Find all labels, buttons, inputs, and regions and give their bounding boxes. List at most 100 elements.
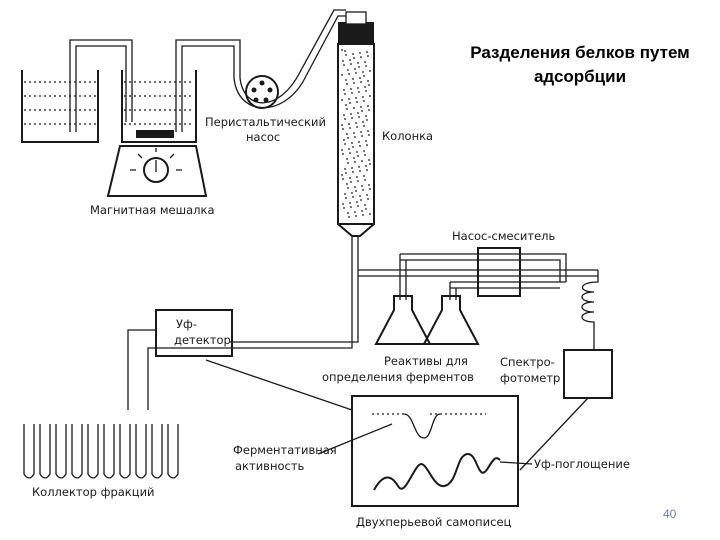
peristaltic-pump [233, 9, 346, 109]
packing-grain [355, 97, 357, 99]
packing-grain [345, 104, 347, 106]
packing-grain [347, 69, 349, 71]
packing-grain [367, 80, 369, 82]
uv-detector [155, 309, 233, 357]
packing-grain [351, 142, 353, 144]
recorder-label: Двухперьевой самописец [356, 515, 512, 529]
enzyme-activity-label-line2: активность [235, 459, 305, 473]
packing-grain [369, 213, 371, 215]
packing-grain [342, 153, 344, 155]
packing-grain [342, 178, 344, 180]
packing-grain [352, 196, 354, 198]
packing-grain [366, 194, 368, 196]
test-tube [103, 424, 115, 479]
test-tube [167, 424, 179, 479]
slide-title-line2: адсорбции [534, 67, 626, 86]
packing-grain [365, 140, 367, 142]
uv-detector-label-line1: Уф- [176, 317, 197, 331]
packing-grain [357, 155, 359, 157]
packing-grain [359, 52, 361, 54]
packing-grain [344, 93, 346, 95]
chart-recorder [351, 395, 519, 507]
packing-grain [346, 158, 348, 160]
packing-grain [360, 131, 362, 133]
packing-grain [348, 123, 350, 125]
packing-grain [353, 82, 355, 84]
packing-grain [359, 170, 361, 172]
magnetic-stirrer [106, 145, 208, 197]
packing-grain [367, 198, 369, 200]
spectrophotometer [563, 349, 613, 399]
packing-grain [363, 150, 365, 152]
packing-grain [350, 63, 352, 65]
packing-grain [361, 210, 363, 212]
packing-grain [348, 216, 350, 218]
packing-grain [347, 162, 349, 164]
packing-grain [354, 211, 356, 213]
packing-grain [356, 126, 358, 128]
packing-grain [341, 149, 343, 151]
packing-grain [344, 143, 346, 145]
packing-grain [356, 176, 358, 178]
spectro-label-line2: фотометр [500, 371, 560, 385]
packing-grain [361, 185, 363, 187]
test-tube [55, 424, 67, 479]
packing-grain [364, 204, 366, 206]
page-number: 40 [663, 507, 677, 521]
packing-grain [369, 188, 371, 190]
packing-grain [361, 110, 363, 112]
packing-grain [358, 166, 360, 168]
packing-grain [362, 96, 364, 98]
stirrer-label: Магнитная мешалка [90, 203, 215, 217]
packing-grain [355, 122, 357, 124]
packing-grain [369, 95, 371, 97]
packing-grain [362, 189, 364, 191]
test-tube [119, 424, 131, 479]
test-tube [87, 424, 99, 479]
packing-grain [356, 151, 358, 153]
packing-grain [351, 167, 353, 169]
siphon-tubes [69, 39, 241, 132]
packing-grain [343, 139, 345, 141]
packing-grain [360, 56, 362, 58]
packing-grain [363, 75, 365, 77]
packing-grain [355, 215, 357, 217]
packing-grain [361, 135, 363, 137]
column-packing [341, 49, 371, 218]
packing-grain [358, 66, 360, 68]
packing-grain [347, 137, 349, 139]
packing-grain [364, 86, 366, 88]
slide-title-line1: Разделения белков путем [470, 43, 690, 62]
packing-grain [344, 118, 346, 120]
packing-grain [352, 146, 354, 148]
packing-grain [346, 183, 348, 185]
packing-grain [365, 65, 367, 67]
column-label: Колонка [382, 129, 433, 143]
packing-grain [349, 102, 351, 104]
packing-grain [365, 165, 367, 167]
packing-grain [363, 100, 365, 102]
spectro-label-line1: Спектро- [500, 355, 555, 369]
packing-grain [357, 62, 359, 64]
packing-grain [355, 72, 357, 74]
enzyme-activity-label-line1: Ферментативная [233, 443, 337, 457]
packing-grain [368, 159, 370, 161]
packing-grain [366, 169, 368, 171]
packing-grain [365, 208, 367, 210]
packing-grain [363, 125, 365, 127]
packing-grain [362, 214, 364, 216]
packing-grain [346, 133, 348, 135]
packing-grain [346, 83, 348, 85]
packing-grain [354, 186, 356, 188]
packing-grain [366, 51, 368, 53]
packing-grain [341, 74, 343, 76]
packing-grain [353, 57, 355, 59]
beaker-right [121, 70, 197, 143]
test-tube [39, 424, 51, 479]
packing-grain [350, 206, 352, 208]
packing-grain [368, 84, 370, 86]
packing-grain [343, 207, 345, 209]
packing-grain [346, 108, 348, 110]
uv-detector-label-line2: детектор [174, 333, 231, 347]
packing-grain [353, 132, 355, 134]
